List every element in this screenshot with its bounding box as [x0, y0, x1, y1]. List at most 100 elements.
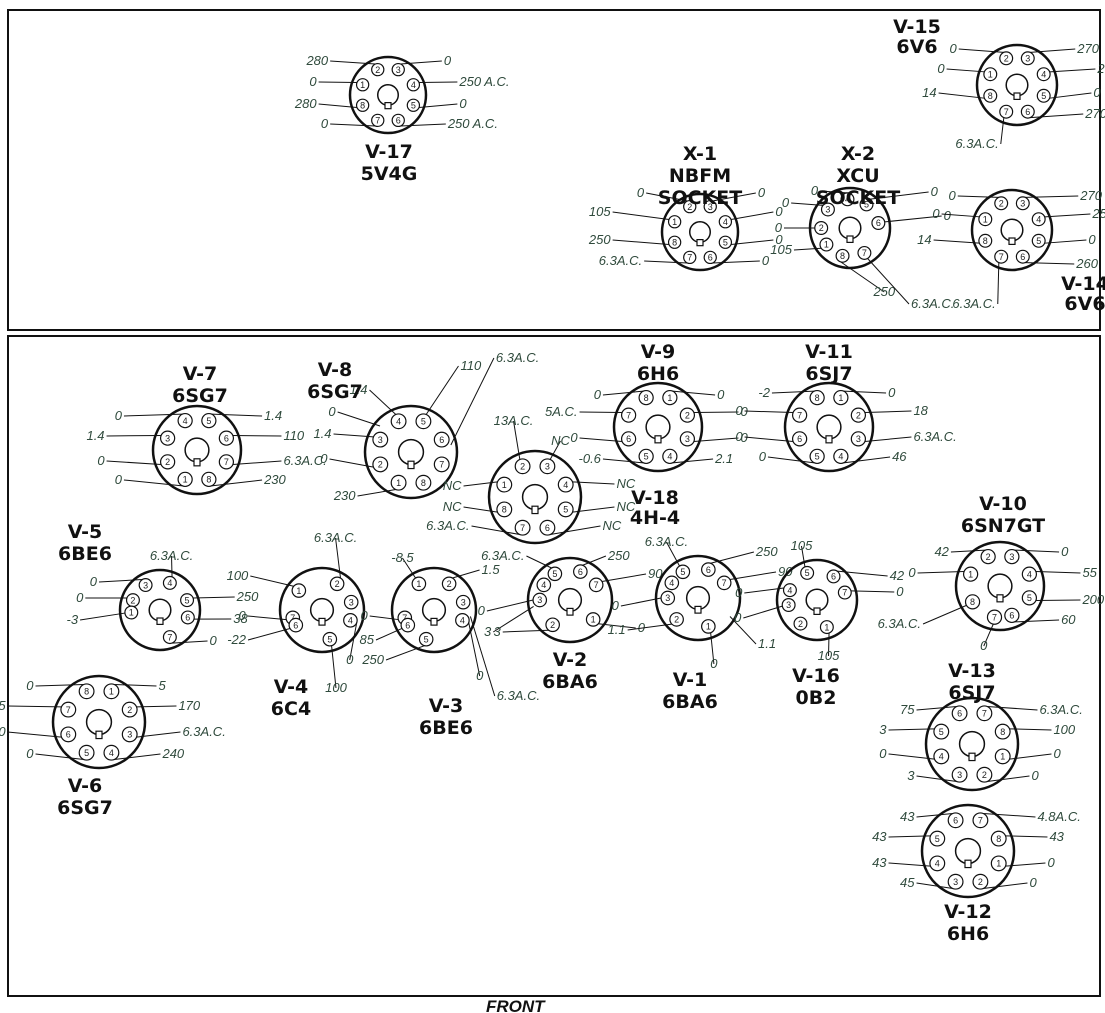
pin-lead: [601, 573, 647, 583]
pin-circle: [547, 566, 563, 582]
pin-voltage: 0: [1029, 875, 1037, 890]
pin-number: 3: [537, 595, 542, 605]
pin-voltage: 110: [460, 358, 481, 373]
pin-circle: [418, 631, 434, 647]
pin-lead: [1014, 619, 1060, 623]
socket-key-tab: [95, 730, 103, 740]
pin-circle: [929, 830, 946, 847]
pin-circle: [371, 62, 385, 77]
pin-lead: [946, 68, 985, 73]
pin-voltage: 13A.C.: [494, 413, 534, 428]
socket-body: [775, 558, 859, 642]
socket-title: 6BE6: [419, 717, 473, 739]
pin-circle: [1031, 212, 1046, 227]
pin-lead: [693, 437, 739, 443]
socket-title: 6SG7: [57, 797, 113, 819]
pin-lead: [870, 191, 929, 200]
socket-title: 6V6: [1064, 293, 1105, 315]
pin-number: 3: [825, 205, 830, 215]
pin-lead: [106, 460, 162, 466]
pin-circle: [859, 197, 874, 212]
pin-voltage: -2: [758, 385, 770, 400]
pin-circle: [218, 430, 235, 446]
pin-lead: [843, 390, 887, 394]
pin-lead: [502, 629, 549, 633]
pin-number: 2: [447, 579, 452, 589]
socket-key-tab: [846, 235, 854, 244]
pin-lead: [916, 812, 953, 818]
pin-voltage: 0: [740, 404, 748, 419]
socket-key-tab: [654, 435, 662, 444]
pin-number: 1: [988, 69, 993, 79]
pin-voltage: 0: [570, 430, 578, 445]
pin-voltage: -8.5: [391, 550, 414, 565]
pin-voltage: 1.4: [86, 428, 104, 443]
pin-lead: [463, 481, 498, 487]
pin-circle: [833, 389, 849, 406]
pin-circle: [1020, 104, 1035, 119]
pin-voltage: 4.8A.C.: [1037, 809, 1080, 824]
pin-circle: [994, 723, 1011, 740]
socket-title: 4H-4: [630, 507, 680, 529]
pin-lead: [400, 60, 442, 65]
pin-circle: [933, 748, 950, 765]
pin-number: 7: [862, 248, 867, 258]
socket-title: 6V6: [896, 36, 937, 58]
pin-lead: [452, 569, 480, 579]
pin-lead: [471, 525, 520, 536]
pin-number: 5: [680, 567, 685, 577]
pin-number: 4: [460, 616, 465, 626]
pin-voltage: 2.1: [714, 451, 733, 466]
pin-lead: [193, 596, 235, 599]
pin-voltage: 0: [594, 387, 602, 402]
pin-circle: [703, 199, 717, 214]
pin-number: 3: [786, 600, 791, 610]
pin-number: 6: [953, 815, 958, 825]
pin-voltage: 5: [158, 678, 166, 693]
pin-circle: [355, 78, 370, 92]
pin-number: 6: [708, 253, 713, 263]
pin-circle: [162, 630, 177, 645]
pin-number: 8: [815, 393, 820, 403]
pin-voltage: 0: [759, 449, 767, 464]
pin-circle: [962, 566, 979, 582]
pin-number: 6: [1009, 611, 1014, 621]
pin-number: 7: [842, 588, 847, 598]
pin-voltage: 0: [97, 453, 105, 468]
pin-voltage: 43: [900, 809, 915, 824]
pin-circle: [288, 617, 304, 633]
pin-voltage: NC: [551, 433, 570, 448]
pin-circle: [976, 705, 993, 722]
pin-lead: [712, 260, 760, 264]
socket-title: 6SG7: [172, 385, 228, 407]
pin-circle: [986, 609, 1003, 625]
socket-body: [970, 188, 1054, 272]
pin-number: 3: [396, 65, 401, 75]
pin-lead: [35, 753, 84, 761]
pin-circle: [703, 250, 717, 265]
pin-circle: [664, 575, 680, 591]
pin-voltage: 5A.C.: [545, 404, 578, 419]
pin-circle: [809, 389, 825, 406]
pin-voltage: 0: [478, 603, 486, 618]
pin-voltage: -3: [67, 612, 79, 627]
pin-circle: [947, 873, 964, 890]
pin-number: 8: [840, 251, 845, 261]
pin-voltage: 0: [1053, 746, 1061, 761]
pin-number: 3: [545, 461, 550, 471]
pin-lead: [330, 123, 376, 127]
pin-circle: [180, 610, 195, 625]
pin-lead: [710, 632, 715, 665]
pin-lead: [1044, 213, 1091, 218]
top-panel-border: [7, 9, 1101, 331]
socket-key-tab: [964, 859, 972, 869]
socket-title: V-2: [553, 649, 587, 671]
pin-lead: [579, 437, 623, 443]
pin-number: 2: [375, 65, 380, 75]
pin-voltage: 250 A.C.: [458, 74, 509, 89]
socket-title: NBFM: [669, 165, 731, 187]
pin-circle: [557, 501, 574, 518]
pin-circle: [850, 431, 867, 447]
pin-voltage: 0: [811, 183, 819, 198]
